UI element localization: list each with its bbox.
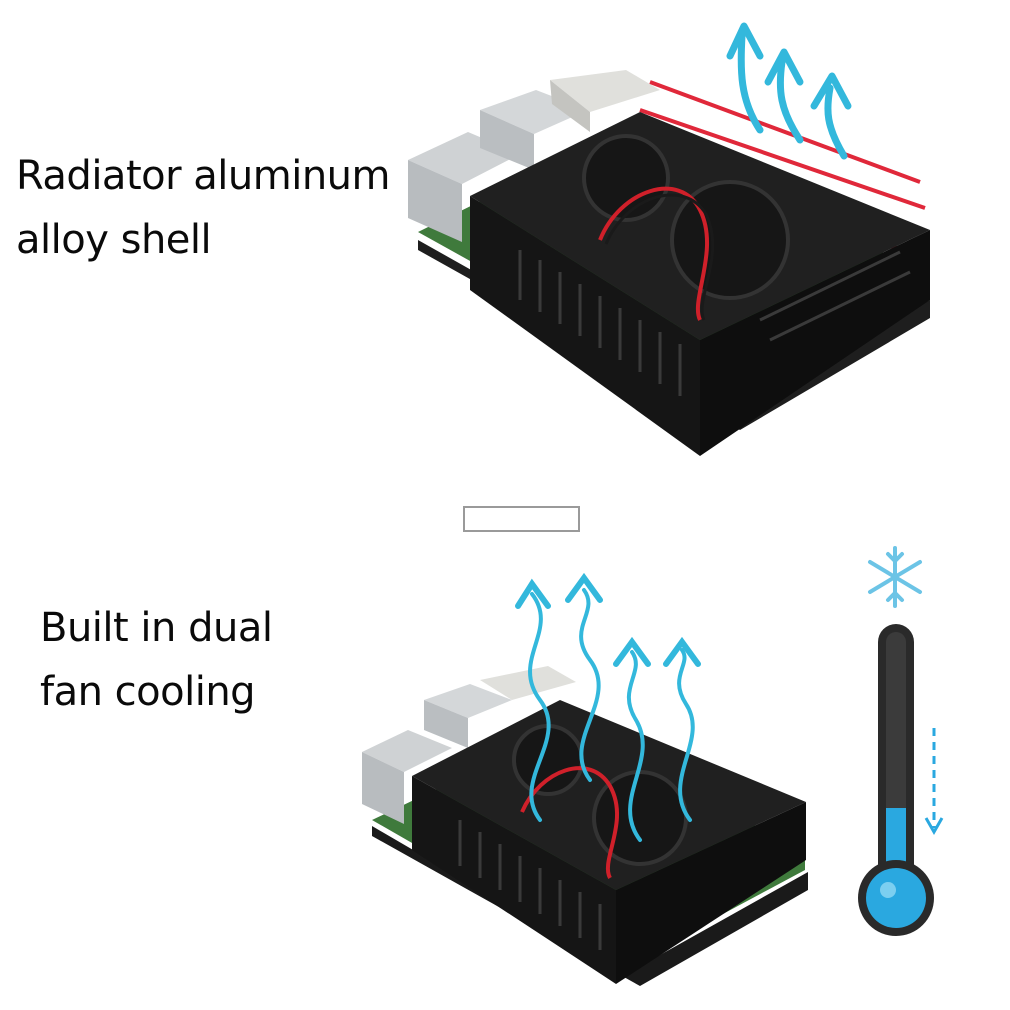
- aluminum-case: [470, 112, 930, 456]
- feature-label-cooling-line1: Built in dual: [40, 605, 273, 651]
- feature-label-cooling: Built in dual fan cooling: [40, 596, 273, 724]
- snowflake-icon: [868, 546, 922, 608]
- thermometer-icon: [858, 624, 944, 936]
- feature-label-shell: Radiator aluminum alloy shell: [16, 144, 390, 272]
- feature-label-shell-line2: alloy shell: [16, 217, 212, 263]
- airflow-waves-bottom: [515, 572, 701, 842]
- airflow-arrows-top: [726, 22, 852, 160]
- aluminum-case-bottom: [412, 700, 806, 984]
- divider-box: [463, 506, 580, 532]
- top-product-photo: [408, 22, 930, 456]
- usb-ports-bottom: [362, 666, 576, 824]
- usb-ports: [408, 70, 660, 242]
- feature-label-cooling-line2: fan cooling: [40, 669, 256, 715]
- feature-label-shell-line1: Radiator aluminum: [16, 153, 390, 199]
